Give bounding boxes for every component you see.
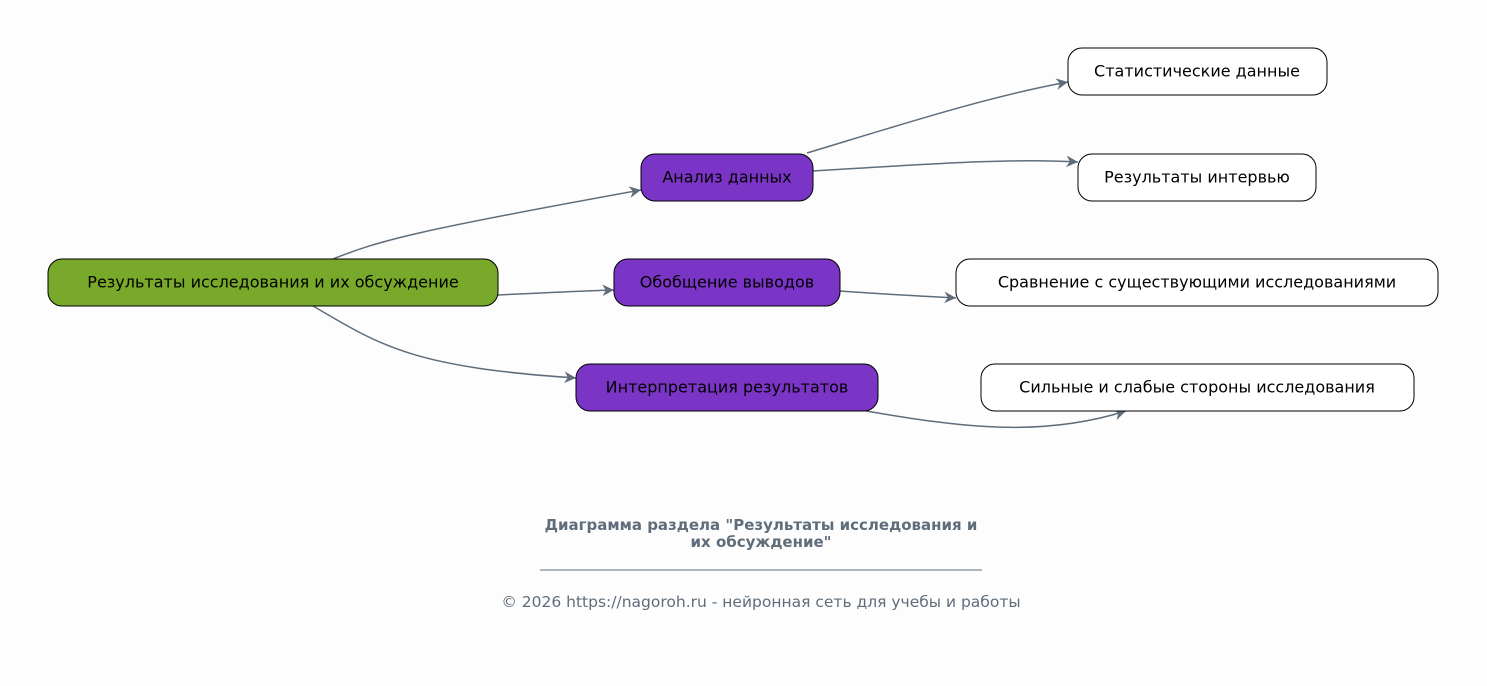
node-strengths-label: Сильные и слабые стороны исследования xyxy=(1019,378,1375,397)
node-interviews-label: Результаты интервью xyxy=(1104,168,1290,187)
diagram-title-line2: их обсуждение" xyxy=(691,533,832,551)
edge-analysis-interviews xyxy=(812,155,1079,172)
node-statistics[interactable]: Статистические данные xyxy=(1067,47,1328,96)
node-summary[interactable]: Обобщение выводов xyxy=(613,258,841,307)
node-interpretation[interactable]: Интерпретация результатов xyxy=(575,363,879,412)
diagram-title-line1: Диаграмма раздела "Результаты исследован… xyxy=(545,516,978,534)
node-strengths[interactable]: Сильные и слабые стороны исследования xyxy=(980,363,1415,412)
footer-copyright: © 2026 https://nagoroh.ru - нейронная се… xyxy=(501,593,1020,611)
edge-root-interpretation xyxy=(312,305,577,384)
edge-root-summary xyxy=(497,284,615,297)
node-summary-label: Обобщение выводов xyxy=(640,273,814,292)
node-root-label: Результаты исследования и их обсуждение xyxy=(87,273,458,292)
node-comparison-label: Сравнение с существующими исследованиями xyxy=(998,273,1396,292)
node-statistics-label: Статистические данные xyxy=(1094,62,1300,81)
node-root[interactable]: Результаты исследования и их обсуждение xyxy=(47,258,499,307)
edge-root-analysis xyxy=(332,186,642,260)
node-interpretation-label: Интерпретация результатов xyxy=(606,378,849,397)
edge-interpretation-strengths xyxy=(865,408,1127,429)
node-interviews[interactable]: Результаты интервью xyxy=(1077,153,1317,202)
node-analysis[interactable]: Анализ данных xyxy=(640,153,814,202)
node-analysis-label: Анализ данных xyxy=(662,168,791,187)
edge-analysis-statistics xyxy=(806,78,1069,154)
node-comparison[interactable]: Сравнение с существующими исследованиями xyxy=(955,258,1439,307)
edge-summary-comparison xyxy=(839,290,957,304)
